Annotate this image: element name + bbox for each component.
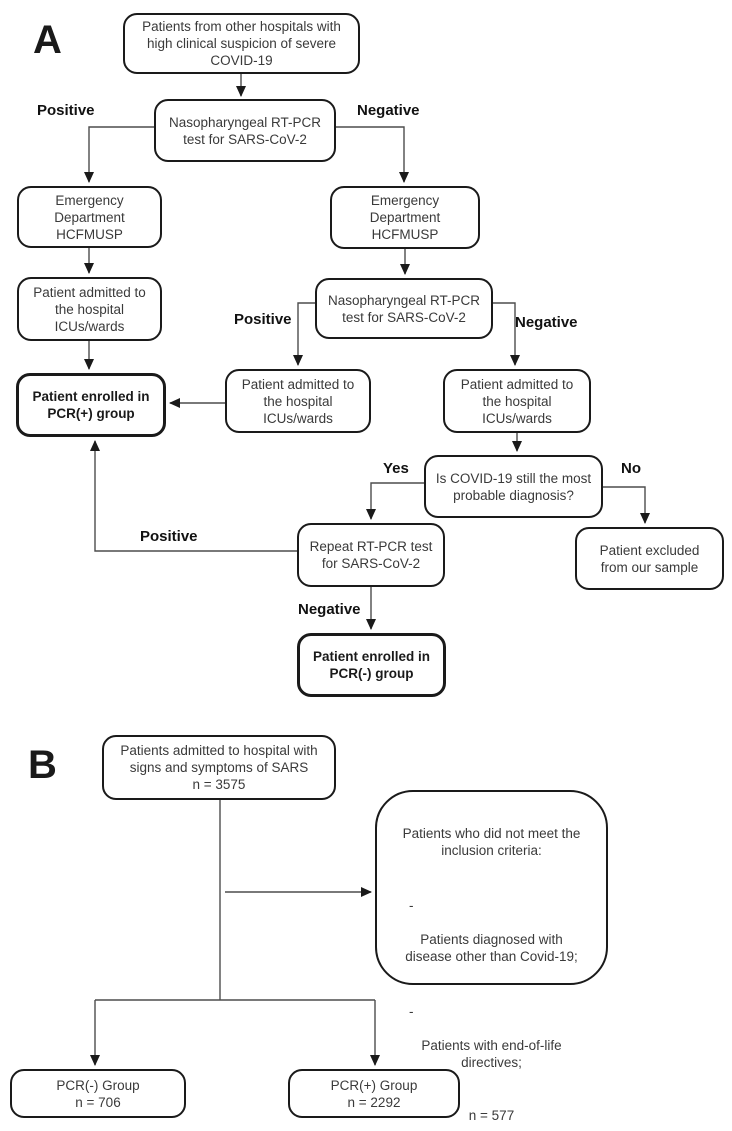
- node-naso-test-2: Nasopharyngeal RT-PCR test for SARS-CoV-…: [315, 278, 493, 339]
- node-admitted-mid: Patient admitted to the hospital ICUs/wa…: [225, 369, 371, 433]
- bullet-dash-icon: -: [409, 898, 414, 913]
- edge-label-no: No: [621, 460, 641, 477]
- node-pcr-pos-group: PCR(+) Group n = 2292: [288, 1069, 460, 1118]
- arrow-naso1-positive: [84, 126, 154, 183]
- node-repeat-test: Repeat RT-PCR test for SARS-CoV-2: [297, 523, 445, 587]
- edge-label-yes: Yes: [383, 460, 409, 477]
- exclusion-bullet-1: - Patients diagnosed with disease other …: [391, 897, 592, 965]
- edge-label-positive-2: Positive: [234, 311, 292, 328]
- node-admitted-right: Patient admitted to the hospital ICUs/wa…: [443, 369, 591, 433]
- exclusion-bullet-2-text: Patients with end-of-life directives;: [421, 1038, 562, 1070]
- exclusion-count: n = 577: [468, 1108, 515, 1123]
- panel-b-label: B: [28, 743, 57, 787]
- exclusion-bullet-2: - Patients with end-of-life directives;: [391, 1003, 592, 1071]
- node-enrolled-pcr-pos: Patient enrolled in PCR(+) group: [16, 373, 166, 437]
- arrow-repeat-positive-feedback: [90, 440, 297, 552]
- edge-label-negative-1: Negative: [357, 102, 420, 119]
- exclusion-header: Patients who did not meet the inclusion …: [402, 826, 581, 858]
- node-naso-test-1: Nasopharyngeal RT-PCR test for SARS-CoV-…: [154, 99, 336, 162]
- node-admitted-left: Patient admitted to the hospital ICUs/wa…: [17, 277, 162, 341]
- node-enrolled-pcr-neg: Patient enrolled in PCR(-) group: [297, 633, 446, 697]
- arrow-question-yes: [366, 482, 424, 520]
- node-referral-patients: Patients from other hospitals with high …: [123, 13, 360, 74]
- node-exclusion-criteria: Patients who did not meet the inclusion …: [375, 790, 608, 1123]
- arrow-naso2-positive: [293, 302, 315, 366]
- node-excluded: Patient excluded from our sample: [575, 527, 724, 590]
- bullet-dash-icon: -: [409, 1004, 414, 1019]
- arrow-question-no: [603, 486, 650, 524]
- arrow-naso2-negative: [493, 302, 520, 366]
- edge-label-positive-1: Positive: [37, 102, 95, 119]
- edge-label-negative-2: Negative: [515, 314, 578, 331]
- edge-label-negative-3: Negative: [298, 601, 361, 618]
- node-admitted-sars: Patients admitted to hospital with signs…: [102, 735, 336, 800]
- panel-a-label: A: [33, 18, 62, 62]
- node-emergency-right: Emergency Department HCFMUSP: [330, 186, 480, 249]
- exclusion-bullet-1-text: Patients diagnosed with disease other th…: [405, 932, 578, 964]
- node-covid-question: Is COVID-19 still the most probable diag…: [424, 455, 603, 518]
- arrow-naso1-negative: [336, 126, 409, 183]
- node-emergency-left: Emergency Department HCFMUSP: [17, 186, 162, 248]
- edge-label-positive-3: Positive: [140, 528, 198, 545]
- node-pcr-neg-group: PCR(-) Group n = 706: [10, 1069, 186, 1118]
